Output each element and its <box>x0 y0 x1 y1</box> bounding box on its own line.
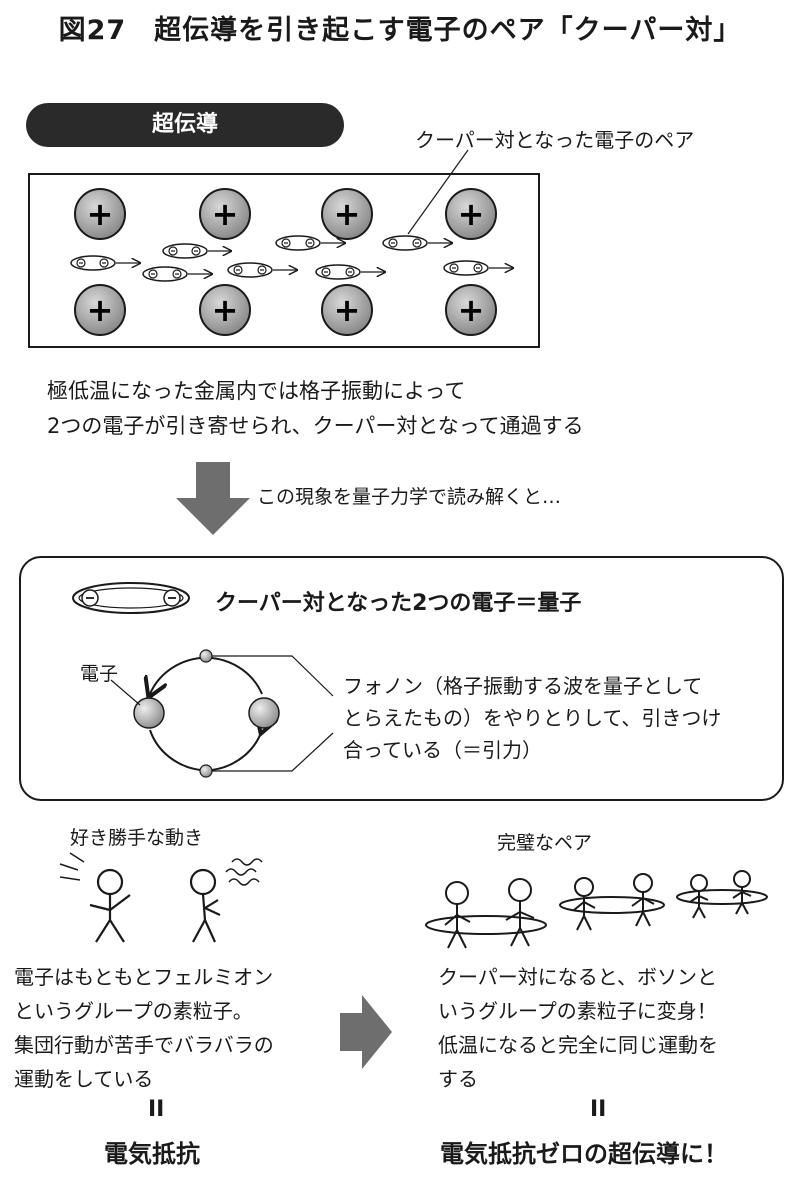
pair-figures-group <box>559 873 665 931</box>
perfect-pair-figures <box>425 870 768 949</box>
cooper-pair-callout: クーパー対となった電子のペア <box>415 128 695 152</box>
equals-left: II <box>148 1097 165 1122</box>
cooper-pair-icon <box>382 235 452 251</box>
ion-icon: + <box>321 188 373 240</box>
pair-figures-group <box>425 878 547 949</box>
svg-text:+: + <box>212 291 239 329</box>
electron-leader <box>110 679 141 706</box>
boson-line2: いうグループの素粒子に変身！ <box>438 999 717 1023</box>
figure-title: 図27 超伝導を引き起こす電子のペア「クーパー対」 <box>58 15 742 46</box>
svg-text:+: + <box>458 195 485 233</box>
cooper-pair-icon <box>315 264 385 280</box>
cooper-pair-icon <box>275 235 345 251</box>
boson-description: クーパー対になると、ボソンと いうグループの素粒子に変身！ 低温になると完全に同… <box>438 960 788 1096</box>
phonon-dot-top <box>199 649 213 663</box>
result-resistance: 電気抵抗 <box>104 1140 200 1168</box>
result-superconductivity: 電気抵抗ゼロの超伝導に！ <box>440 1140 728 1168</box>
fermion-line4: 運動をしている <box>14 1067 154 1091</box>
ion-icon: + <box>445 284 497 336</box>
stick-figure-icon <box>189 868 221 943</box>
cooper-pair-icon <box>227 262 297 278</box>
quantum-explanation-box <box>19 556 784 801</box>
phonon-exchange-diagram <box>110 649 334 778</box>
electron-ball-left <box>133 697 165 729</box>
svg-text:+: + <box>87 291 114 329</box>
section-label: 超伝導 <box>26 103 344 147</box>
svg-text:+: + <box>334 195 361 233</box>
lattice-caption-line2: 2つの電子が引き寄せられ、クーパー対となって通過する <box>47 414 584 438</box>
motion-lines-icon <box>59 852 263 886</box>
callout-leader <box>407 149 469 235</box>
cooper-pair-icon <box>70 255 140 271</box>
ion-icon: + <box>199 188 251 240</box>
pair-title: クーパー対となった2つの電子＝量子 <box>215 591 582 616</box>
label-perfect-pair: 完璧なペア <box>497 832 593 854</box>
boson-line1: クーパー対になると、ボソンと <box>438 965 717 989</box>
lattice-caption-line1: 極低温になった金属内では格子振動によって <box>47 379 466 403</box>
ion-icon: + <box>445 188 497 240</box>
cooper-pair-icon <box>443 260 513 276</box>
metal-lattice-box <box>28 173 540 348</box>
phonon-leader-bottom <box>212 732 334 772</box>
ion-icon: + <box>74 188 126 240</box>
boson-line4: する <box>438 1067 478 1091</box>
phonon-line2: とらえたもの）をやりとりして、引きつけ <box>343 706 722 730</box>
fermion-line2: というグループの素粒子。 <box>14 999 253 1023</box>
arrow-note: この現象を量子力学で読み解くと… <box>257 486 562 508</box>
fermion-line1: 電子はもともとフェルミオン <box>14 965 274 989</box>
fermion-description: 電子はもともとフェルミオン というグループの素粒子。 集団行動が苦手でバラバラの… <box>14 960 334 1096</box>
equals-right: II <box>590 1097 607 1122</box>
cooper-pair-icon <box>162 243 231 259</box>
right-arrow-icon <box>340 995 392 1069</box>
down-arrow-icon <box>176 462 250 535</box>
cooper-pairs-flow <box>70 235 513 282</box>
phonon-leader-top <box>212 655 334 697</box>
cooper-pair-icon <box>142 266 212 282</box>
pair-figures-group <box>676 870 768 919</box>
boson-line3: 低温になると完全に同じ運動を <box>438 1033 718 1057</box>
phonon-explanation: フォノン（格子振動する波を量子として とらえたもの）をやりとりして、引きつけ 合… <box>343 670 773 766</box>
phonon-line1: フォノン（格子振動する波を量子として <box>343 674 703 698</box>
electron-label: 電子 <box>80 663 119 685</box>
svg-text:+: + <box>212 195 239 233</box>
ion-row-top: + + + + <box>74 188 497 240</box>
free-moving-electrons-figures <box>59 852 263 943</box>
stick-figure-icon <box>89 868 131 943</box>
cooper-pair-large-icon <box>72 582 190 614</box>
ion-icon: + <box>321 284 373 336</box>
label-free-motion: 好き勝手な動き <box>70 827 204 849</box>
ion-icon: + <box>74 284 126 336</box>
phonon-dot-bottom <box>199 764 213 778</box>
fermion-line3: 集団行動が苦手でバラバラの <box>14 1033 274 1057</box>
electron-ball-right <box>248 697 280 729</box>
ion-row-bottom: + + + + <box>74 284 497 336</box>
svg-text:+: + <box>458 291 485 329</box>
ion-icon: + <box>199 284 251 336</box>
phonon-line3: 合っている（＝引力） <box>343 738 542 762</box>
svg-text:+: + <box>334 291 361 329</box>
svg-text:+: + <box>87 195 114 233</box>
